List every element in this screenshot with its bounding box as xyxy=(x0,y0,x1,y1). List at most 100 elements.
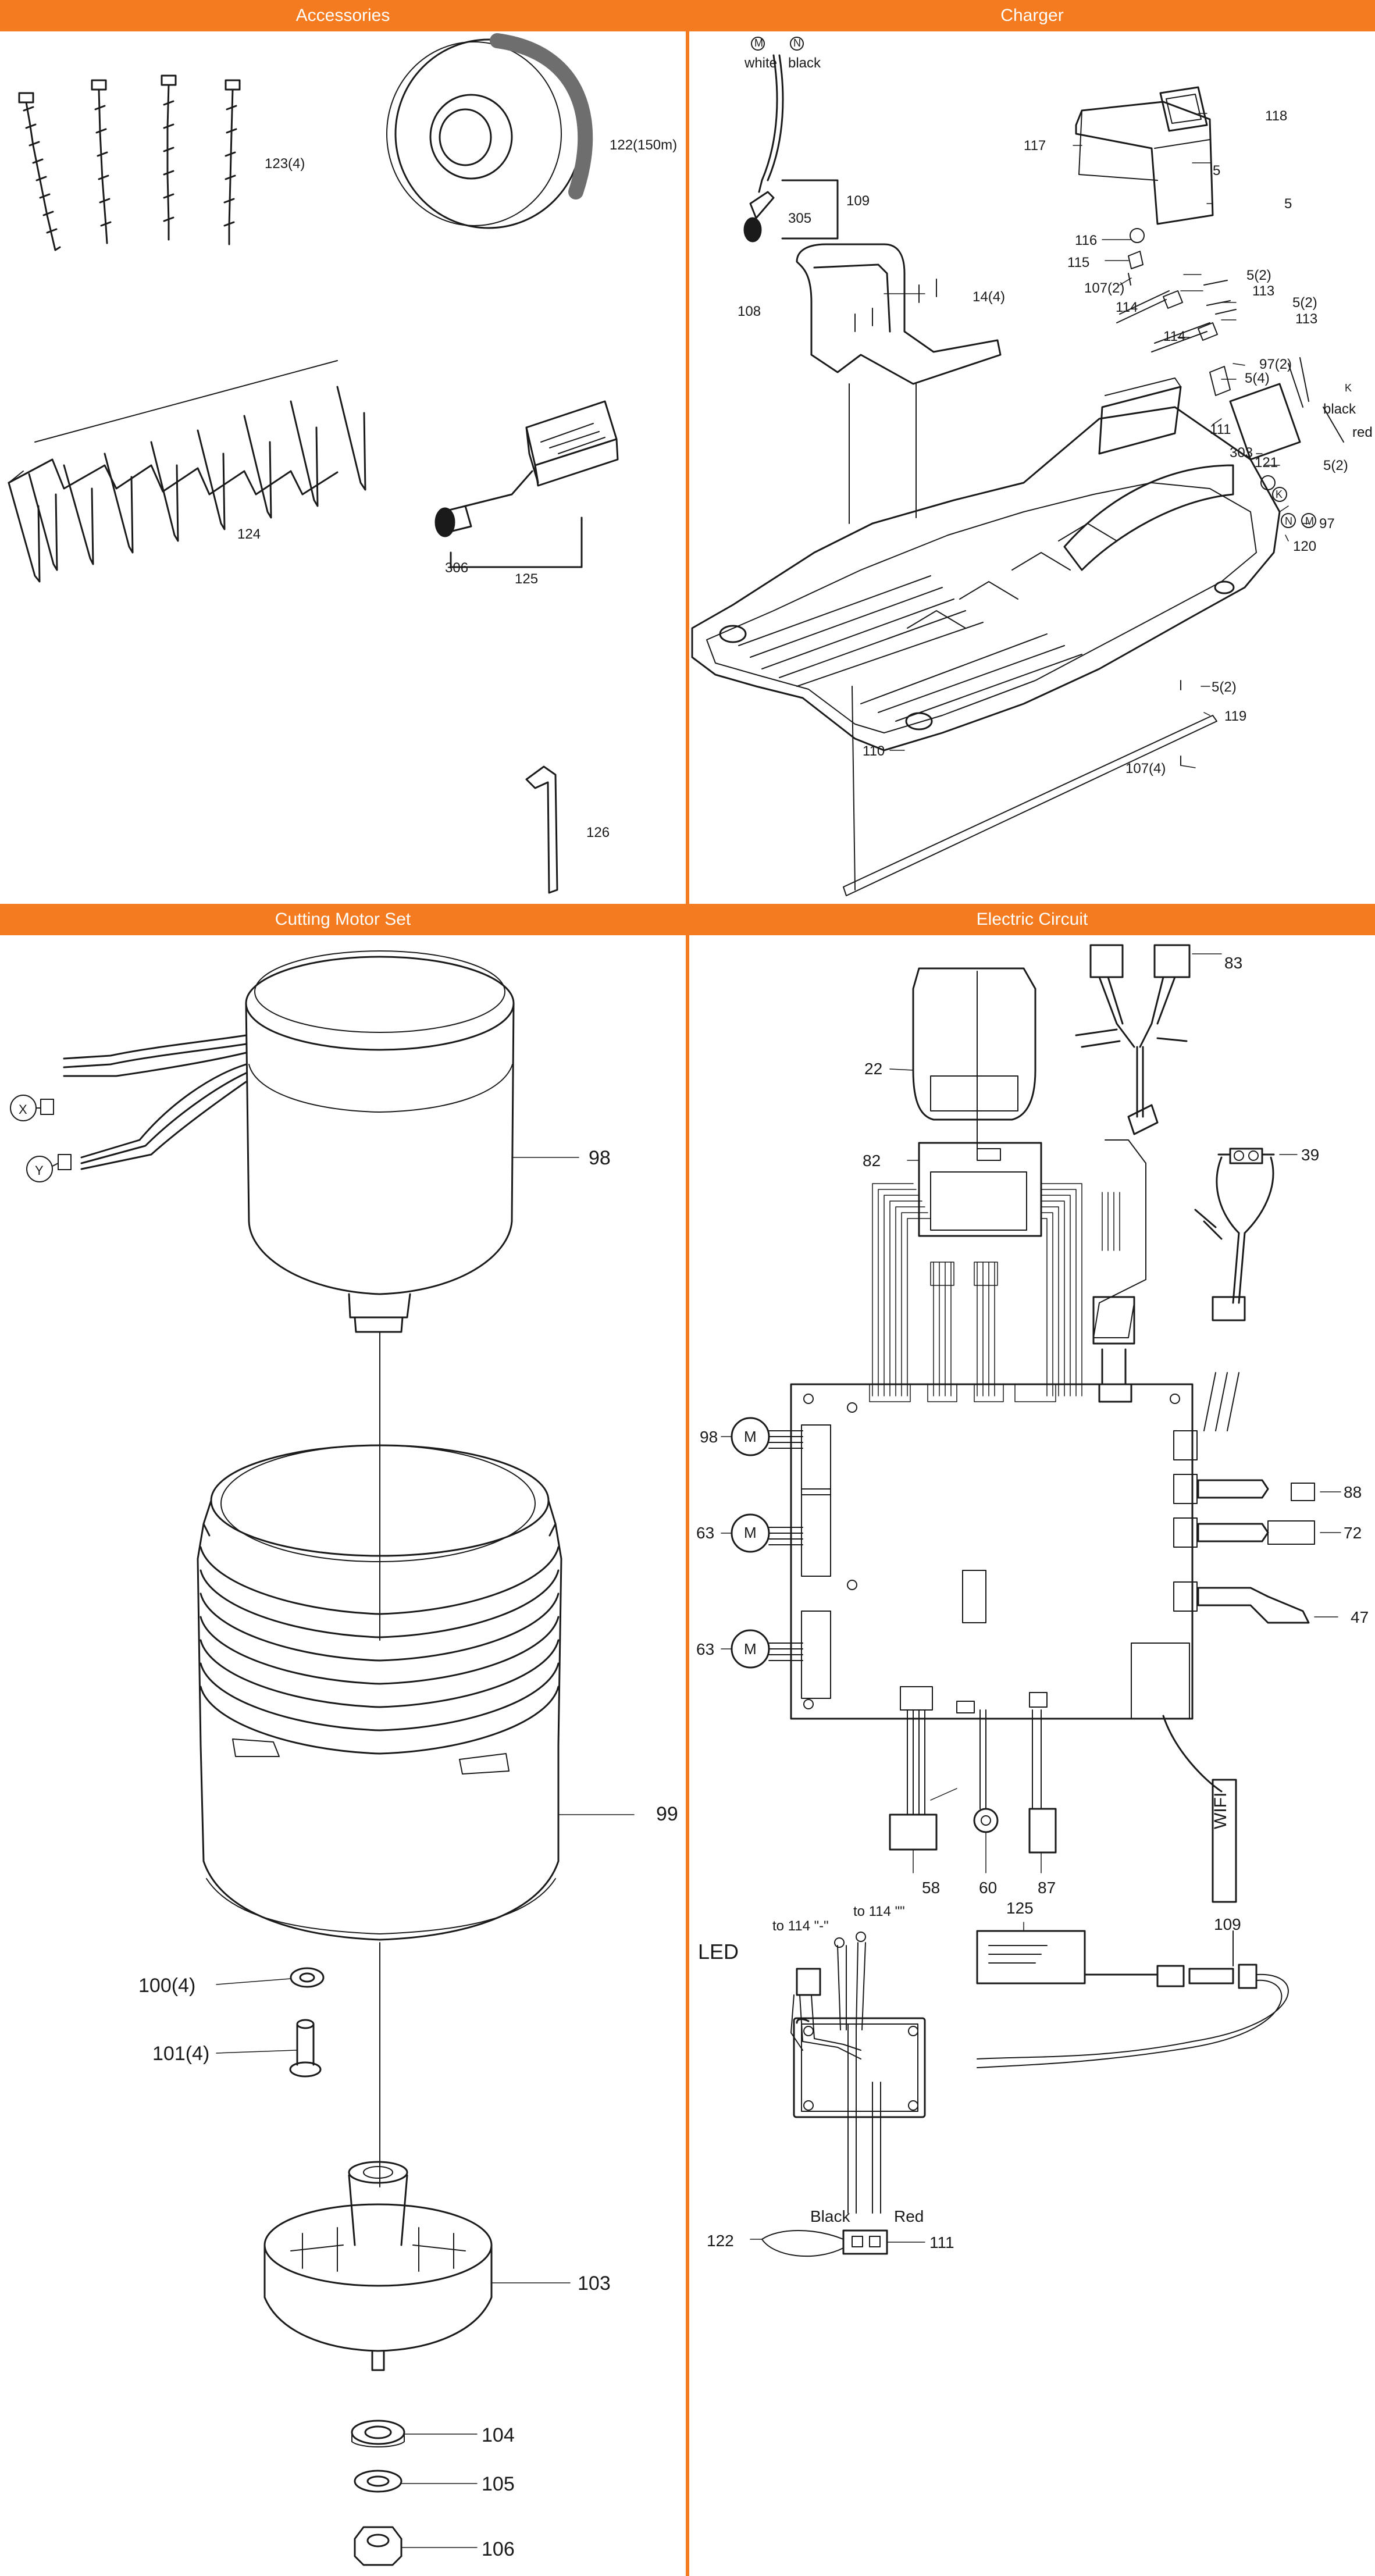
charging-board-114 xyxy=(790,1932,926,2214)
ribbon-cables xyxy=(869,1183,1082,1402)
label-5a: 5 xyxy=(1213,163,1221,179)
vertical-divider xyxy=(686,0,689,2576)
section-header-cutting-motor-set: Cutting Motor Set xyxy=(0,904,686,935)
label-charger-k1: K xyxy=(1345,382,1352,394)
motor-housing-99 xyxy=(197,1444,635,1941)
nut-106 xyxy=(354,2526,478,2566)
label-87: 87 xyxy=(1038,1879,1056,1897)
label-63a: 63 xyxy=(696,1524,715,1542)
label-charger-n2: N xyxy=(1285,515,1292,527)
cover-22 xyxy=(889,967,1036,1158)
label-106: 106 xyxy=(482,2538,515,2560)
label-303: 303 xyxy=(1230,445,1253,461)
label-5e: 5(4) xyxy=(1245,370,1270,386)
label-5c: 5(2) xyxy=(1246,268,1271,283)
label-114a: 114 xyxy=(1116,300,1138,315)
label-5f: 5(2) xyxy=(1323,458,1348,473)
label-110: 110 xyxy=(863,743,885,759)
label-107b: 107(4) xyxy=(1125,761,1166,776)
label-wire-black: black xyxy=(788,55,821,71)
label-97b: 97 xyxy=(1319,516,1335,532)
label-charger-black: black xyxy=(1323,401,1356,417)
charger-rod-119 xyxy=(843,680,1217,896)
label-305: 305 xyxy=(788,211,812,226)
label-58: 58 xyxy=(922,1879,941,1897)
label-5d: 5(2) xyxy=(1292,295,1317,311)
charger-pcb-303 xyxy=(1209,357,1344,528)
label-98-circuit: 98 xyxy=(700,1428,718,1446)
washer-104 xyxy=(351,2420,478,2447)
stakes-123 xyxy=(18,74,241,251)
label-97a: 97(2) xyxy=(1259,357,1292,372)
label-119: 119 xyxy=(1224,708,1247,724)
label-wire-white: white xyxy=(745,55,778,71)
terminal-111 xyxy=(750,2229,925,2257)
section-header-charger: Charger xyxy=(689,0,1375,31)
label-charger-n: N xyxy=(793,37,801,49)
board-cables-58-60-87 xyxy=(889,1709,1057,1873)
pegs-124 xyxy=(8,360,366,583)
power-supply-125 xyxy=(434,400,619,568)
label-121: 121 xyxy=(1255,455,1278,471)
label-stakes: 123(4) xyxy=(265,156,305,172)
label-82: 82 xyxy=(863,1152,881,1170)
wifi-antenna xyxy=(1162,1715,1237,1903)
label-charger-k2: K xyxy=(1276,489,1283,500)
display-board-82 xyxy=(907,1142,1042,1237)
label-120: 120 xyxy=(1293,539,1317,554)
label-39: 39 xyxy=(1301,1146,1320,1164)
label-117: 117 xyxy=(1024,138,1046,154)
label-motor-m2: M xyxy=(744,1524,757,1541)
label-101: 101(4) xyxy=(152,2043,210,2065)
label-105: 105 xyxy=(482,2473,515,2495)
label-black: Black xyxy=(810,2207,850,2225)
label-114b: 114 xyxy=(1163,329,1186,344)
label-100: 100(4) xyxy=(138,1975,196,1997)
blade-hub-103 xyxy=(263,2161,571,2371)
washer-100 xyxy=(216,1967,325,1988)
label-108: 108 xyxy=(738,304,761,319)
label-power-supply: 125 xyxy=(515,571,539,587)
label-red: Red xyxy=(894,2207,924,2225)
label-to114-neg: to 114 "-" xyxy=(772,1918,829,1934)
battery-connector-83 xyxy=(1075,944,1222,1403)
section-header-accessories: Accessories xyxy=(0,0,686,31)
label-motor-m1: M xyxy=(744,1428,757,1445)
label-109-circuit: 109 xyxy=(1214,1915,1241,1933)
label-14: 14(4) xyxy=(973,289,1006,305)
side-connectors xyxy=(1173,1372,1341,1624)
charger-contacts-113 xyxy=(1116,228,1237,352)
label-72: 72 xyxy=(1344,1524,1362,1542)
main-board xyxy=(790,1383,1194,1720)
label-125-circuit: 125 xyxy=(1006,1899,1034,1917)
label-5g: 5(2) xyxy=(1212,679,1237,695)
label-5b: 5 xyxy=(1284,196,1292,212)
label-wire-spool: 122(150m) xyxy=(610,137,678,153)
section-header-electric-circuit: Electric Circuit xyxy=(689,904,1375,935)
pin-101 xyxy=(216,2019,322,2078)
label-111: 111 xyxy=(1210,422,1231,437)
label-122: 122 xyxy=(707,2232,734,2250)
label-63b: 63 xyxy=(696,1640,715,1658)
label-115: 115 xyxy=(1067,255,1090,270)
label-22: 22 xyxy=(864,1060,883,1078)
charger-handle-108 xyxy=(796,243,1002,524)
label-led: LED xyxy=(698,1940,739,1964)
label-99: 99 xyxy=(656,1803,678,1825)
charger-cable-109 xyxy=(743,37,839,243)
label-111-circuit: 111 xyxy=(929,2233,954,2251)
label-connector: 306 xyxy=(445,560,469,576)
label-charger-m2: M xyxy=(1305,515,1314,527)
label-107a: 107(2) xyxy=(1084,280,1125,296)
label-47: 47 xyxy=(1351,1608,1369,1626)
label-83: 83 xyxy=(1224,954,1243,972)
label-113a: 113 xyxy=(1252,283,1275,299)
sensor-39 xyxy=(1194,1148,1298,1321)
label-motor-x: X xyxy=(19,1102,27,1117)
motor-connectors xyxy=(721,1417,803,1669)
label-103: 103 xyxy=(578,2272,611,2294)
label-104: 104 xyxy=(482,2424,515,2446)
charger-base-110 xyxy=(691,377,1281,751)
label-60: 60 xyxy=(979,1879,998,1897)
